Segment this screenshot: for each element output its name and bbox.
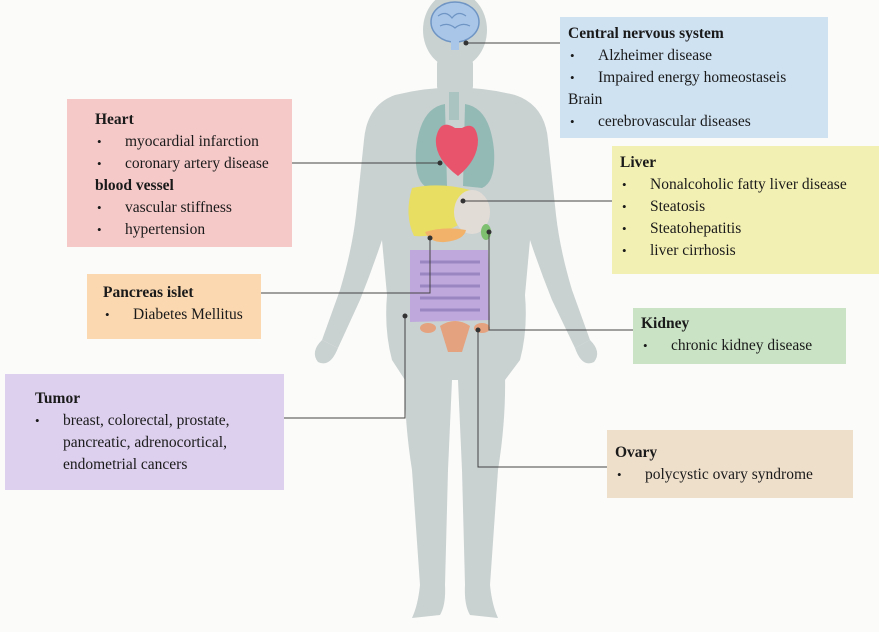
cns-list: Alzheimer disease Impaired energy homeos… bbox=[568, 45, 820, 89]
right-lung bbox=[463, 104, 495, 188]
dot-ovary bbox=[475, 327, 481, 333]
dot-pancreas bbox=[427, 235, 433, 241]
left-leg bbox=[404, 375, 452, 618]
connector-ovary bbox=[477, 330, 607, 468]
list-item: Alzheimer disease bbox=[568, 45, 820, 67]
list-item: Steatosis bbox=[620, 196, 873, 218]
dot-kidney bbox=[486, 229, 492, 235]
connector-kidney bbox=[488, 232, 633, 331]
connector-lines bbox=[261, 42, 633, 468]
dot-tumor bbox=[402, 313, 408, 319]
blood-vessel-list: vascular stiffness hypertension bbox=[95, 197, 282, 241]
list-item: polycystic ovary syndrome bbox=[615, 464, 847, 486]
liver-label-box: Liver Nonalcoholic fatty liver disease S… bbox=[612, 146, 879, 274]
brain-folds bbox=[437, 12, 471, 29]
uterus-ovary bbox=[420, 321, 490, 352]
left-lung bbox=[415, 104, 447, 188]
tumor-title: Tumor bbox=[35, 390, 81, 407]
tumor-list-continuation: endometrial cancers bbox=[63, 456, 188, 473]
dot-liver bbox=[460, 198, 466, 204]
tumor-list-continuation: pancreatic, adrenocortical, bbox=[63, 434, 227, 451]
list-item: Steatohepatitis bbox=[620, 218, 873, 240]
list-item: vascular stiffness bbox=[95, 197, 282, 219]
heart-list: myocardial infarction coronary artery di… bbox=[95, 131, 282, 175]
tumor-label-box: Tumor breast, colorectal, prostate, panc… bbox=[5, 374, 284, 490]
pancreas-list: Diabetes Mellitus bbox=[103, 304, 253, 326]
list-item: hypertension bbox=[95, 219, 282, 241]
heart-organ bbox=[435, 124, 478, 176]
ovary-list: polycystic ovary syndrome bbox=[615, 464, 847, 486]
list-item: Impaired energy homeostaseis bbox=[568, 67, 820, 89]
kidney-label-box: Kidney chronic kidney disease bbox=[633, 308, 846, 364]
list-item: Nonalcoholic fatty liver disease bbox=[620, 174, 873, 196]
uterus bbox=[440, 321, 470, 352]
brain-stem bbox=[451, 38, 459, 50]
cns-label-box: Central nervous system Alzheimer disease… bbox=[560, 17, 828, 138]
ovary-label-box: Ovary polycystic ovary syndrome bbox=[607, 430, 853, 498]
brain bbox=[430, 1, 480, 50]
heart-title: Heart bbox=[95, 111, 134, 128]
intestines bbox=[410, 250, 490, 322]
small-intestine-folds bbox=[420, 260, 480, 312]
pancreas-label-box: Pancreas islet Diabetes Mellitus bbox=[87, 274, 261, 339]
list-item: chronic kidney disease bbox=[641, 335, 840, 357]
neck bbox=[437, 58, 473, 92]
list-item: myocardial infarction bbox=[95, 131, 282, 153]
heart-label-box: Heart myocardial infarction coronary art… bbox=[67, 99, 292, 247]
list-item: liver cirrhosis bbox=[620, 240, 873, 262]
dot-cns bbox=[463, 40, 469, 46]
list-item: breast, colorectal, prostate, bbox=[35, 410, 278, 432]
ovary-title: Ovary bbox=[615, 444, 658, 461]
brain-list: cerebrovascular diseases bbox=[568, 111, 820, 133]
dot-heart bbox=[437, 160, 443, 166]
connector-pancreas bbox=[261, 238, 431, 294]
connector-dots bbox=[402, 40, 492, 333]
left-hand bbox=[314, 340, 338, 364]
lungs bbox=[415, 92, 495, 188]
kidney-list: chronic kidney disease bbox=[641, 335, 840, 357]
cns-title: Central nervous system bbox=[568, 25, 724, 42]
list-item: cerebrovascular diseases bbox=[568, 111, 820, 133]
right-leg bbox=[458, 375, 506, 618]
trachea bbox=[449, 92, 459, 120]
brain-shape bbox=[430, 1, 480, 43]
blood-vessel-title: blood vessel bbox=[95, 177, 174, 194]
list-item: Diabetes Mellitus bbox=[103, 304, 253, 326]
pancreas-title: Pancreas islet bbox=[103, 284, 194, 301]
kidney-title: Kidney bbox=[641, 315, 690, 332]
liver-title: Liver bbox=[620, 154, 657, 171]
connector-tumor bbox=[284, 316, 406, 419]
list-item: coronary artery disease bbox=[95, 153, 282, 175]
left-ovary bbox=[420, 323, 436, 333]
liver-list: Nonalcoholic fatty liver disease Steatos… bbox=[620, 174, 873, 262]
tumor-list: breast, colorectal, prostate, bbox=[35, 410, 278, 432]
brain-subtitle: Brain bbox=[568, 91, 603, 108]
pancreas-organ bbox=[425, 228, 466, 243]
right-hand bbox=[575, 340, 598, 364]
